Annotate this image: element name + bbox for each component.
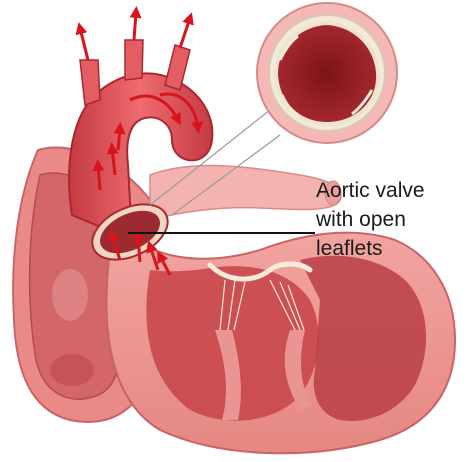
- label-line-3: leaflets: [316, 234, 466, 263]
- valve-inset: [257, 3, 397, 143]
- aortic-valve-label: Aortic valve with open leaflets: [316, 176, 466, 263]
- label-line-1: Aortic valve: [316, 176, 466, 205]
- label-line-2: with open: [316, 205, 466, 234]
- ventricle-muscle: [107, 233, 455, 454]
- pulmonary-artery: [150, 166, 341, 220]
